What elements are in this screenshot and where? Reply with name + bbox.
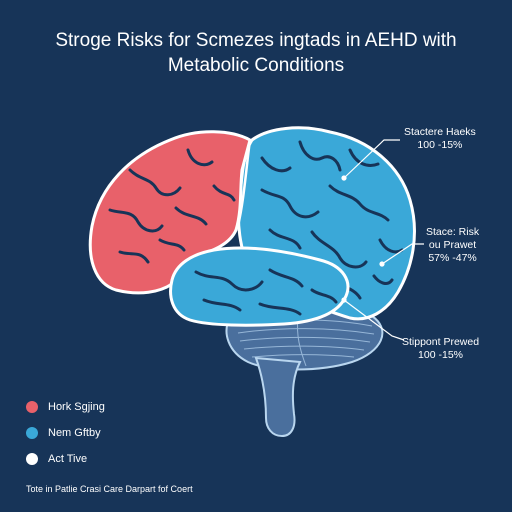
callout-middle: Stace: Risk ou Prawet 57% -47% bbox=[426, 226, 479, 265]
red-region bbox=[88, 130, 252, 295]
legend-white-swatch bbox=[26, 453, 38, 465]
callout-middle-sublabel: ou Prawet bbox=[428, 239, 477, 251]
callout-middle-value: 57% -47% bbox=[428, 252, 477, 264]
legend-blue-swatch bbox=[26, 427, 38, 439]
callout-lines bbox=[341, 139, 424, 341]
legend-label: Hork Sgjing bbox=[48, 401, 105, 413]
callout-top: Stactere Haeks 100 -15% bbox=[404, 126, 476, 152]
title-line-2: Metabolic Conditions bbox=[167, 55, 345, 76]
diagram-title: Stroge Risks for Scmezes ingtads in AEHD… bbox=[0, 28, 512, 78]
callout-bottom-label: Stippont Prewed bbox=[402, 336, 480, 348]
brain-stem bbox=[254, 356, 302, 438]
callout-middle-label: Stace: Risk bbox=[426, 226, 480, 238]
footer-note: Tote in Patlie Crasi Care Darpart fof Co… bbox=[26, 484, 193, 494]
legend-item: Hork Sgjing bbox=[26, 394, 105, 420]
legend-item: Nem Gftby bbox=[26, 420, 105, 446]
legend-red-swatch bbox=[26, 401, 38, 413]
legend: Hork Sgjing Nem Gftby Act Tive bbox=[26, 394, 105, 472]
legend-item: Act Tive bbox=[26, 446, 105, 472]
legend-label: Nem Gftby bbox=[48, 427, 101, 439]
title-line-1: Stroge Risks for Scmezes ingtads in AEHD… bbox=[55, 30, 457, 51]
callout-top-value: 100 -15% bbox=[417, 139, 463, 151]
callout-top-label: Stactere Haeks bbox=[404, 126, 476, 138]
legend-label: Act Tive bbox=[48, 453, 88, 465]
callout-bottom-value: 100 -15% bbox=[418, 349, 463, 361]
central-sulcus bbox=[236, 139, 252, 227]
temporal-lobe bbox=[169, 246, 350, 327]
callout-bottom: Stippont Prewed 100 -15% bbox=[402, 336, 479, 362]
